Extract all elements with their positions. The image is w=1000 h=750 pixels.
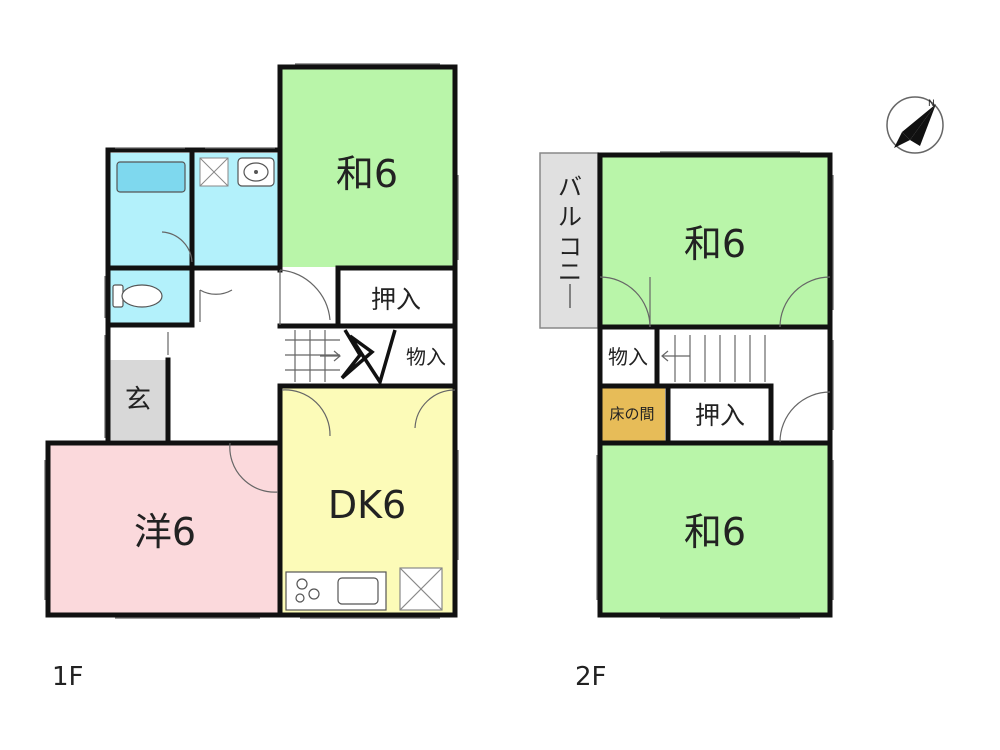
oshiire-2f-label: 押入 [695,401,745,430]
balcony-label: バ ル コ ニ ｜ [558,173,582,311]
compass-north-label: N [928,99,935,109]
balcony-char-3: コ [558,233,582,261]
floor-2f: バ ル コ ニ ｜ 和6 物入 床の間 押入 和6 2F [539,151,834,692]
balcony-char-1: バ [558,173,582,201]
oshiire-1f-fill [338,268,455,326]
genkan-fill [108,360,168,440]
washitsu-1f-label: 和6 [336,152,398,196]
balcony-char-4: ニ [558,258,582,286]
floor-1f-label: 1F [52,662,84,692]
kitchen-counter-icon [285,567,443,611]
youshitsu-fill [48,443,278,615]
stair-break-line [340,329,397,387]
washitsu-1f-fill [280,67,455,267]
youshitsu-label: 洋6 [134,510,196,554]
floor-2f-label: 2F [575,662,607,692]
monoire-2f-label: 物入 [608,345,648,369]
washitsu-2f-upper-label: 和6 [684,222,746,266]
bathtub-icon [116,161,186,193]
washitsu-2f-lower-label: 和6 [684,510,746,554]
washbasin-icon [237,157,275,187]
genkan-label: 玄 [125,385,151,415]
balcony-char-2: ル [558,203,582,231]
balcony-fill [539,152,599,329]
toilet-icon [112,284,163,308]
tokonoma-fill [600,386,665,442]
washitsu-2f-upper-fill [600,155,830,327]
balcony-char-5: ｜ [558,283,582,311]
monoire-1f-label: 物入 [406,345,446,369]
tokonoma-label: 床の間 [609,405,654,423]
washitsu-2f-lower-fill [600,443,830,615]
washer-space-icon [199,157,229,187]
dk-label: DK6 [328,483,406,527]
compass-icon: N [886,96,944,154]
oshiire-2f-fill [668,386,771,442]
floor-1f: 和6 押入 物入 玄 洋6 DK6 1F [44,63,459,692]
oshiire-1f-label: 押入 [371,285,421,314]
